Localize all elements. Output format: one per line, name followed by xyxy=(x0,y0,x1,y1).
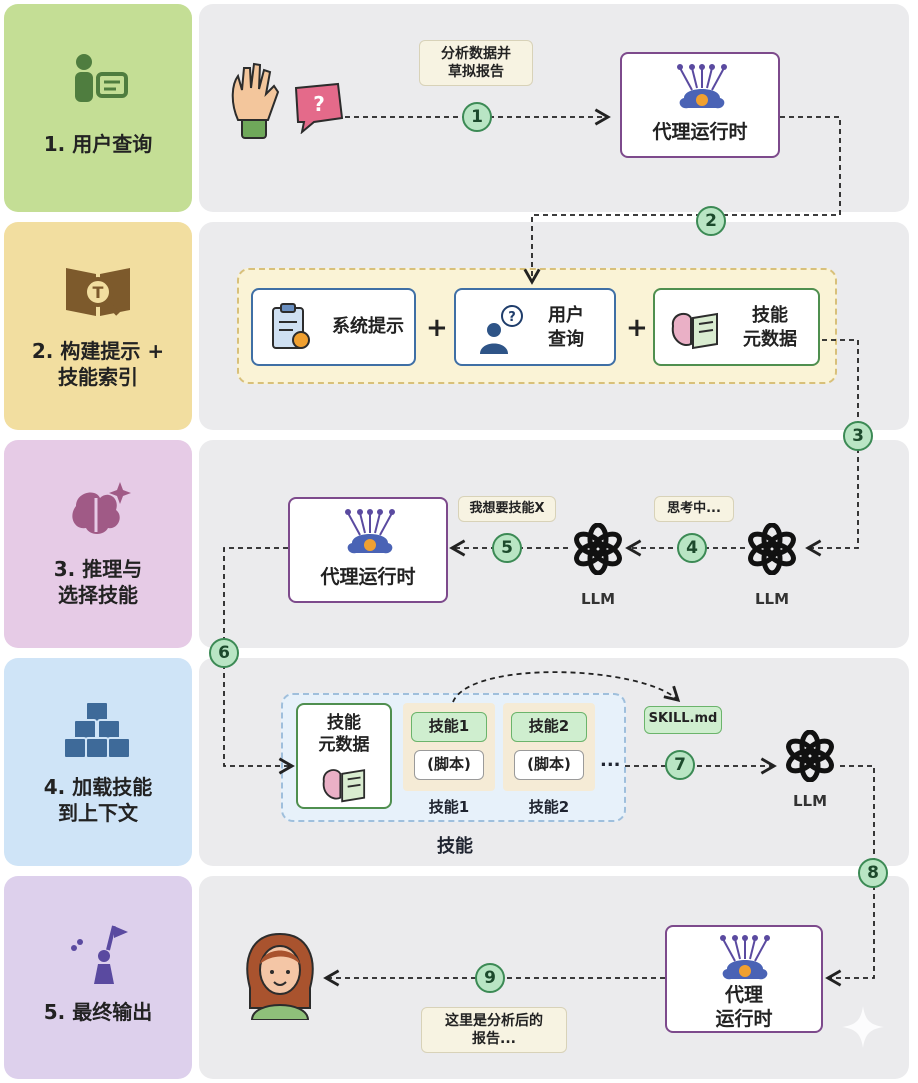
lane-4-label-a: 4. 加载技能 xyxy=(43,775,153,799)
user-query-card[interactable]: ? 用户 查询 xyxy=(454,288,616,366)
hand-icon xyxy=(231,62,280,139)
svg-text:?: ? xyxy=(313,92,325,116)
note-analyze: 分析数据并 草拟报告 xyxy=(419,40,533,86)
skill-1-tag: 技能1 xyxy=(411,712,487,742)
skill-2-tag: 技能2 xyxy=(511,712,587,742)
step-badge-8: 8 xyxy=(858,858,888,888)
woman-avatar-icon xyxy=(246,932,314,1020)
agent-runtime-5[interactable]: 代理 运行时 xyxy=(665,925,823,1033)
plus-2: + xyxy=(626,313,648,343)
note-analyze-line2: 草拟报告 xyxy=(448,64,504,80)
skill-metadata-card[interactable]: 技能 元数据 xyxy=(653,288,820,366)
prompt-index-icon: T xyxy=(66,268,130,316)
llm-label-a: LLM xyxy=(580,590,616,608)
lane-4-label-b: 到上下文 xyxy=(58,801,138,825)
user-query-icon xyxy=(75,54,128,102)
skill-1-label: 技能1 xyxy=(428,798,470,816)
lane-final-output: 5. 最终输出 xyxy=(4,876,192,1079)
person-flag-icon xyxy=(71,925,128,984)
lane-2-label-a: 2. 构建提示 + xyxy=(31,339,165,363)
skill-1-script: (脚本) xyxy=(414,750,484,780)
brain-book-icon xyxy=(671,312,718,350)
note-want-skill-text: 我想要技能X xyxy=(469,501,545,516)
system-prompt-label: 系统提示 xyxy=(332,316,404,337)
agent-runtime-3-label: 代理运行时 xyxy=(320,566,416,588)
lane-load-skills: 4. 加载技能 到上下文 xyxy=(4,658,192,866)
skill-2-label: 技能2 xyxy=(528,798,570,816)
lane-3-label-b: 选择技能 xyxy=(58,583,138,607)
skill-md-tag: SKILL.md xyxy=(644,706,722,734)
brain-book-icon xyxy=(322,769,366,803)
system-prompt-card[interactable]: 系统提示 xyxy=(251,288,416,366)
question-chat-icon: ? xyxy=(294,82,344,134)
skill-metadata-label-b: 元数据 xyxy=(743,329,797,350)
step-badge-6: 6 xyxy=(209,638,239,668)
step-badge-4: 4 xyxy=(677,533,707,563)
lane-1-label: 1. 用户查询 xyxy=(43,132,153,156)
agent-runtime-5-label-a: 代理 xyxy=(724,984,763,1006)
person-question-icon: ? xyxy=(480,305,523,354)
svg-text:?: ? xyxy=(508,310,516,325)
lane-3-label-a: 3. 推理与 xyxy=(53,557,143,581)
svg-text:T: T xyxy=(93,283,104,302)
lane-2-label-b: 技能索引 xyxy=(58,365,138,389)
agent-runtime-3[interactable]: 代理运行时 xyxy=(288,497,448,603)
step-badge-5: 5 xyxy=(492,533,522,563)
agent-runtime-1[interactable]: 代理运行时 xyxy=(620,52,780,158)
note-report-line2: 报告... xyxy=(472,1031,516,1047)
lane-reason-select: 3. 推理与 选择技能 xyxy=(4,440,192,648)
skill-2-script: (脚本) xyxy=(514,750,584,780)
gear-network-icon xyxy=(720,935,770,980)
user-query-label-b: 查询 xyxy=(548,329,584,350)
step-badge-2: 2 xyxy=(696,206,726,236)
skill-metadata-loaded-b: 元数据 xyxy=(318,735,370,755)
agent-runtime-1-label: 代理运行时 xyxy=(652,121,748,143)
step-badge-3: 3 xyxy=(843,421,873,451)
skill-metadata-label-a: 技能 xyxy=(752,305,788,326)
clipboard-gear-icon xyxy=(272,303,310,349)
skill-metadata-loaded[interactable]: 技能 元数据 xyxy=(296,703,392,809)
openai-icon xyxy=(748,523,796,575)
user-query-label-a: 用户 xyxy=(548,305,584,326)
skills-group-label: 技能 xyxy=(437,836,473,857)
cubes-icon xyxy=(63,701,131,759)
lane-5-label: 5. 最终输出 xyxy=(43,1000,153,1024)
gear-network-icon xyxy=(345,509,395,554)
lane-build-prompt: T 2. 构建提示 + 技能索引 xyxy=(4,222,192,430)
llm-label-b: LLM xyxy=(754,590,790,608)
openai-icon xyxy=(786,730,834,782)
note-analyze-line1: 分析数据并 xyxy=(441,46,511,62)
llm-label-c: LLM xyxy=(792,792,828,810)
sparkle-icon xyxy=(842,1006,884,1048)
agent-runtime-5-label-b: 运行时 xyxy=(715,1008,773,1030)
gear-network-icon xyxy=(677,64,727,109)
plus-1: + xyxy=(426,313,448,343)
skill-metadata-loaded-a: 技能 xyxy=(327,713,361,733)
note-report-line1: 这里是分析后的 xyxy=(445,1013,543,1029)
brain-sparkle-icon xyxy=(72,482,131,534)
lane-user-query: 1. 用户查询 xyxy=(4,4,192,212)
note-thinking-text: 思考中... xyxy=(667,501,721,516)
step-badge-1: 1 xyxy=(462,102,492,132)
more-skills-ellipsis: ... xyxy=(600,750,621,771)
note-report: 这里是分析后的 报告... xyxy=(421,1007,567,1053)
step-badge-9: 9 xyxy=(475,963,505,993)
step-badge-7: 7 xyxy=(665,750,695,780)
note-thinking: 思考中... xyxy=(654,496,734,522)
openai-icon xyxy=(574,523,622,575)
note-want-skill: 我想要技能X xyxy=(458,496,556,522)
